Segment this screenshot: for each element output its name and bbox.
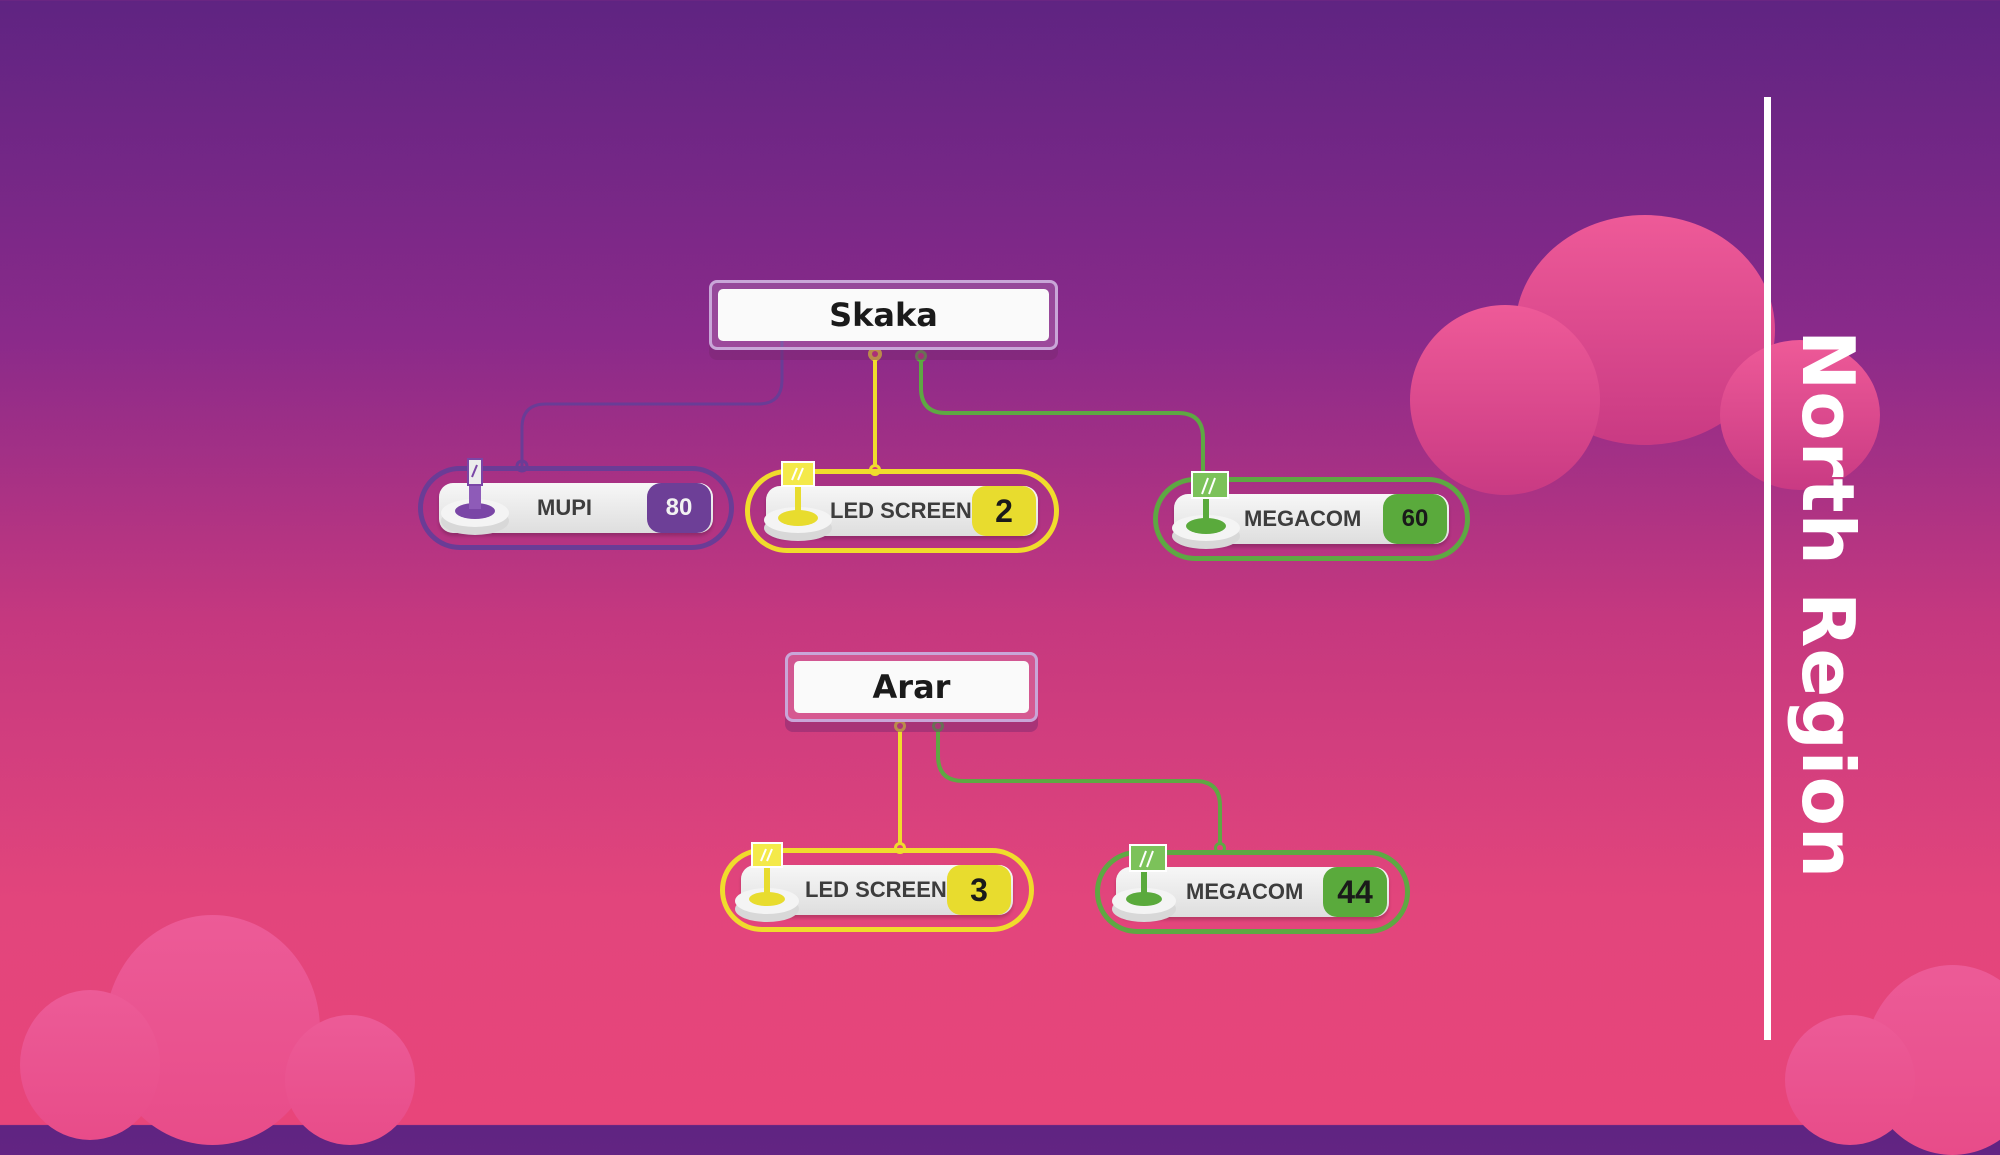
city-box-arar: Arar [785,652,1038,722]
media-count: 44 [1323,867,1387,917]
connector-node [897,723,903,729]
region-divider [1764,97,1771,1040]
media-count: 3 [947,865,1011,915]
city-name: Arar [794,661,1029,713]
media-label: MEGACOM [1244,506,1362,531]
connector-node [935,723,941,729]
media-count: 80 [647,483,711,533]
cloud-decoration [1410,305,1600,495]
media-count: 60 [1383,494,1447,544]
mupi-pedestal-icon [441,458,509,535]
connector-arar-megacom [936,726,1222,848]
connector-node [1217,845,1223,851]
media-pill-led-screen: LED SCREEN 3 [720,842,1034,932]
media-pill-megacom: MEGACOM 44 [1095,844,1410,934]
media-pill-mupi: MUPI 80 [418,458,734,550]
cloud-decoration [285,1015,415,1145]
led-screen-pedestal-icon [764,461,832,541]
connector-skaka-megacom [919,356,1205,478]
megacom-pedestal-icon [1172,471,1240,549]
cloud-decoration [1720,340,1880,490]
media-label: LED SCREEN [830,498,972,523]
media-label: LED SCREEN [805,877,947,902]
media-pill-led-screen: LED SCREEN 2 [745,461,1059,553]
connector-node [872,351,878,357]
connector-lines [515,340,1226,854]
city-name: Skaka [718,289,1049,341]
megacom-pedestal-icon [1112,844,1176,922]
media-count: 2 [972,486,1036,536]
cloud-decoration [20,990,160,1140]
connector-node [918,353,924,359]
connector-skaka-mupi [520,340,784,466]
media-pill-megacom: MEGACOM 60 [1153,471,1470,561]
media-label: MUPI [537,495,592,520]
led-screen-pedestal-icon [735,842,799,922]
media-label: MEGACOM [1186,879,1304,904]
cloud-decoration [1785,1015,1915,1145]
city-box-skaka: Skaka [709,280,1058,350]
